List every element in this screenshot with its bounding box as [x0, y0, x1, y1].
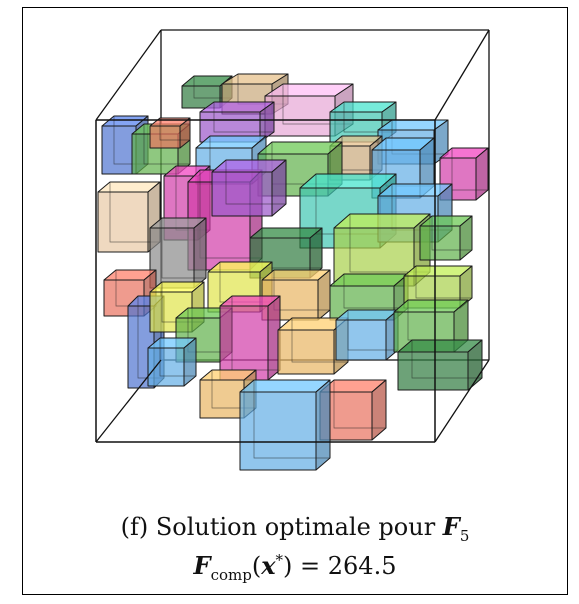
formula-open-paren: (: [251, 552, 262, 580]
box-hidden-edges: [109, 182, 160, 243]
box-front-face: [97, 191, 149, 253]
box-hidden-edges: [343, 274, 408, 309]
box-hidden-edges: [253, 380, 330, 459]
box-hidden-edges: [291, 318, 348, 363]
caption-title: (f) Solution optimale pour F5: [22, 512, 568, 544]
box-hidden-edges: [347, 310, 398, 351]
box-front-face: [199, 379, 245, 419]
caption-formula: Fcomp(x*) = 264.5: [22, 551, 568, 583]
box-top-face: [299, 173, 397, 189]
box-front-face: [239, 391, 317, 471]
packed-box: [149, 217, 207, 289]
box-hidden-edges: [159, 118, 190, 141]
packed-box: [335, 309, 399, 361]
box-front-face: [101, 125, 137, 175]
box-front-face: [211, 171, 273, 217]
formula-function-name: F: [193, 551, 211, 580]
packed-box: [211, 159, 287, 217]
packed-box: [149, 117, 191, 149]
formula-superscript: *: [275, 551, 284, 569]
caption-function-index: 5: [459, 527, 470, 545]
box-hidden-edges: [193, 76, 232, 99]
box-front-face: [335, 319, 387, 361]
box-hidden-edges: [213, 102, 274, 133]
caption-function-name: F: [442, 512, 460, 541]
box-top-face: [333, 213, 431, 229]
box-front-face: [147, 347, 185, 387]
formula-value: ) = 264.5: [283, 552, 397, 580]
box-front-face: [419, 225, 461, 261]
box-side-face: [193, 217, 207, 289]
box-front-face: [149, 125, 181, 149]
box-front-face: [219, 305, 269, 381]
container-depth-edge: [95, 29, 162, 121]
packed-box: [397, 339, 483, 391]
box-front-face: [397, 351, 469, 391]
packed-box: [147, 337, 197, 387]
box-hidden-edges: [411, 340, 482, 379]
box-side-face: [315, 379, 331, 471]
box-hidden-edges: [143, 124, 190, 165]
container-depth-edge: [95, 359, 162, 443]
packed-box: [419, 215, 473, 261]
box-hidden-edges: [349, 214, 430, 273]
caption-text: (f) Solution optimale pour: [120, 513, 443, 541]
box-front-face: [277, 329, 335, 375]
box-hidden-edges: [333, 380, 386, 429]
box-hidden-edges: [161, 218, 206, 279]
container-depth-edge: [434, 359, 490, 443]
box-hidden-edges: [415, 266, 472, 299]
box-hidden-edges: [431, 216, 472, 251]
formula-function-subscript: comp: [210, 566, 252, 584]
packed-box: [319, 379, 387, 441]
box-hidden-edges: [159, 338, 196, 377]
packed-box: [239, 379, 331, 471]
packed-box: [219, 295, 281, 381]
box-top-face: [239, 379, 331, 393]
box-front-face: [264, 95, 336, 137]
box-front-face: [149, 227, 195, 289]
container-depth-edge: [434, 29, 490, 121]
packed-box: [333, 213, 431, 287]
box-hidden-edges: [225, 160, 286, 205]
formula-argument: x: [261, 551, 276, 580]
